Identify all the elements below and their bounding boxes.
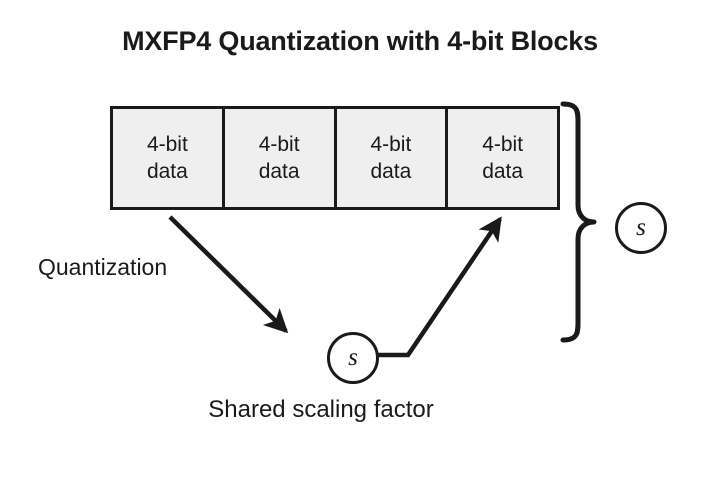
shared-scaling-factor-label: Shared scaling factor: [208, 396, 434, 423]
data-block-2[interactable]: 4-bit data: [224, 109, 337, 207]
grouping-brace: [560, 101, 597, 343]
scale-factor-glyph: s: [636, 213, 646, 241]
data-block-label-line1: 4-bit: [146, 133, 188, 156]
block-row: 4-bit data 4-bit data 4-bit data 4-bit d…: [110, 106, 560, 210]
quantization-label: Quantization: [38, 254, 168, 280]
data-block-label-line2: data: [146, 160, 188, 183]
scale-factor-badge-right[interactable]: s: [615, 202, 667, 254]
data-block-label-line1: 4-bit: [370, 133, 412, 156]
quantization-arrow: [168, 215, 289, 334]
data-block-label-line2: data: [370, 160, 412, 183]
scale-factor-badge-bottom[interactable]: s: [327, 332, 379, 384]
page-title: MXFP4 Quantization with 4-bit Blocks: [122, 26, 598, 56]
scale-factor-arrow: [374, 216, 502, 358]
data-block-label-line2: data: [482, 160, 524, 183]
data-block-label-line2: data: [258, 160, 300, 183]
data-block-1[interactable]: 4-bit data: [113, 109, 225, 207]
data-block-label-line1: 4-bit: [482, 133, 524, 156]
data-block-4[interactable]: 4-bit data: [448, 109, 557, 207]
data-block-label-line1: 4-bit: [258, 133, 300, 156]
data-block-3[interactable]: 4-bit data: [336, 109, 449, 207]
scale-factor-glyph: s: [348, 343, 358, 371]
